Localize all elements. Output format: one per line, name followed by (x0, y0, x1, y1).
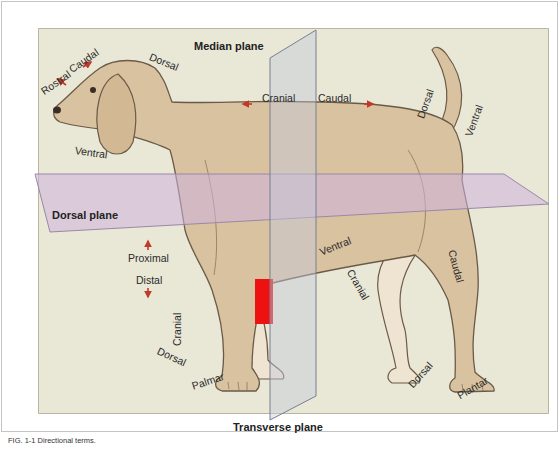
direction-term: Distal (136, 274, 162, 286)
figure-caption: FIG. 1-1 Directional terms. (8, 436, 96, 445)
proximal-arrow (147, 241, 149, 250)
direction-term: Caudal (67, 46, 101, 75)
direction-term: Dorsal (148, 50, 181, 72)
direction-term: Ventral (74, 144, 108, 160)
direction-term: Proximal (128, 252, 169, 264)
caudal-arrow (364, 103, 373, 105)
direction-term: Caudal (446, 248, 466, 283)
direction-term: Dorsal (406, 359, 435, 390)
ear (97, 74, 136, 154)
direction-term: Caudal (318, 92, 351, 104)
frame-border (2, 2, 558, 432)
direction-term: Palmar (190, 370, 225, 392)
distal-arrow (147, 288, 149, 297)
transverse-plane: Transverse plane (266, 28, 320, 420)
nose (53, 107, 61, 114)
direction-term: Cranial (262, 92, 295, 104)
cranial-arrow (243, 103, 252, 105)
plane-label: Transverse plane (233, 421, 323, 434)
direction-term: Rostral (39, 68, 73, 97)
plane-label: Dorsal plane (52, 209, 118, 222)
direction-term: Dorsal (155, 345, 188, 369)
front-toes (228, 382, 247, 390)
eye (90, 87, 96, 93)
direction-term: Ventral (462, 103, 484, 138)
direction-term: Dorsal (414, 87, 436, 120)
plane-label: Median plane (194, 40, 264, 53)
direction-term: Cranial (171, 313, 183, 346)
direction-term: Ventral (318, 234, 353, 257)
transverse-plane-shape (270, 30, 316, 420)
direction-term: Cranial (345, 267, 372, 302)
direction-term: Plantar (455, 374, 490, 401)
transverse-plane-outline (266, 28, 320, 420)
